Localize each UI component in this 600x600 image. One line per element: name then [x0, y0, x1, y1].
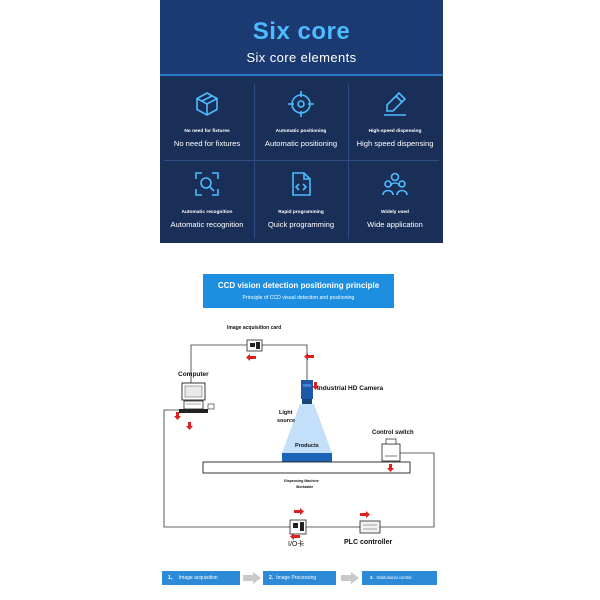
panel-title: Six core — [252, 18, 351, 45]
step-label: Image Processing — [276, 575, 317, 581]
io-card-label: I/O卡 — [288, 541, 305, 548]
camera-device — [301, 380, 313, 404]
step-number: 2. — [269, 575, 274, 581]
ccd-banner: CCD vision detection positioning princip… — [203, 274, 394, 308]
feature-high-speed-dispensing: High-speed dispensing High speed dispens… — [348, 84, 442, 164]
control-switch-label: Control switch — [372, 430, 414, 436]
panel-header: Six core Six core elements — [160, 0, 443, 75]
plc-device — [359, 520, 381, 534]
worktable-label-2: Worktable — [296, 485, 314, 489]
computer-label: Computer — [178, 371, 209, 378]
feature-label: High speed dispensing — [356, 139, 434, 148]
banner-subtitle: Principle of CCD visual detection and po… — [242, 295, 355, 301]
feature-small-label: Widely used — [381, 210, 409, 215]
cube-icon — [193, 90, 221, 118]
column-divider — [254, 84, 255, 239]
feature-no-fixtures: No need for fixtures No need for fixture… — [160, 84, 254, 164]
products-label: Products — [295, 443, 319, 449]
code-file-icon — [287, 170, 315, 198]
control-switch-device — [381, 438, 401, 462]
step-image-acquisition: 1、Image acquisition — [162, 571, 240, 585]
feature-small-label: Rapid programming — [278, 210, 324, 215]
step-number: 3. — [370, 575, 374, 580]
feature-label: Wide application — [367, 220, 423, 229]
light-source-label-2: source — [277, 418, 296, 424]
arrow-icon — [304, 353, 314, 360]
arrow-icon — [294, 508, 304, 515]
step-label: Image acquisition — [178, 575, 218, 581]
feature-widely-used: Widely used Wide application — [348, 164, 442, 244]
step-arrow-icon — [243, 572, 261, 584]
feature-small-label: Automatic recognition — [181, 210, 233, 215]
camera-label: Industrial HD Camera — [317, 385, 384, 392]
arrow-icon — [312, 382, 319, 390]
feature-label: No need for fixtures — [173, 139, 241, 148]
feature-rapid-programming: Rapid programming Quick programming — [254, 164, 348, 244]
image-card-device — [246, 339, 263, 352]
image-card-label: Image acquisition card — [227, 325, 282, 331]
products-block — [282, 453, 332, 462]
step-image-processing: 2.Image Processing — [263, 571, 336, 585]
people-icon — [381, 170, 409, 198]
worktable-label-1: Dispensing Machine — [284, 479, 319, 483]
banner-title: CCD vision detection positioning princip… — [217, 281, 380, 290]
arrow-icon — [174, 412, 181, 420]
arrow-icon — [290, 533, 300, 540]
step-number: 1、 — [168, 575, 176, 581]
signal-arrows — [174, 353, 394, 540]
wire-computer-io — [163, 409, 290, 528]
arrow-icon — [186, 422, 193, 430]
feature-small-label: High-speed dispensing — [368, 129, 422, 134]
io-card-device — [289, 519, 307, 535]
worktable — [202, 461, 411, 474]
wire-plc-switch — [380, 452, 435, 528]
feature-auto-positioning: Automatic positioning Automatic position… — [254, 84, 348, 164]
feature-label: Quick programming — [267, 220, 335, 229]
pen-icon — [381, 90, 409, 118]
six-core-panel: Six core Six core elements No need for f… — [160, 0, 443, 243]
column-divider — [348, 84, 349, 239]
header-divider — [160, 74, 443, 76]
wiring — [163, 344, 435, 528]
step-arrow-icon — [341, 572, 359, 584]
plc-label: PLC controller — [344, 539, 393, 546]
light-source-label-1: Light — [279, 410, 293, 416]
computer-device — [179, 382, 215, 413]
arrow-icon — [387, 464, 394, 472]
arrow-icon — [360, 511, 370, 518]
panel-subtitle: Six core elements — [246, 50, 357, 65]
scan-icon — [193, 170, 221, 198]
arrow-icon — [246, 354, 256, 361]
wire-computer-card — [190, 344, 247, 390]
row-divider — [164, 160, 439, 161]
light-beam — [282, 404, 332, 453]
feature-label: Automatic recognition — [170, 220, 244, 229]
step-institutional-control: 3.Institutional control — [362, 571, 437, 585]
feature-small-label: Automatic positioning — [275, 129, 327, 134]
step-label: Institutional control — [376, 575, 412, 580]
feature-small-label: No need for fixtures — [184, 129, 230, 134]
wire-card-camera — [262, 344, 308, 380]
crosshair-icon — [287, 90, 315, 118]
feature-auto-recognition: Automatic recognition Automatic recognit… — [160, 164, 254, 244]
feature-label: Automatic positioning — [264, 139, 338, 148]
